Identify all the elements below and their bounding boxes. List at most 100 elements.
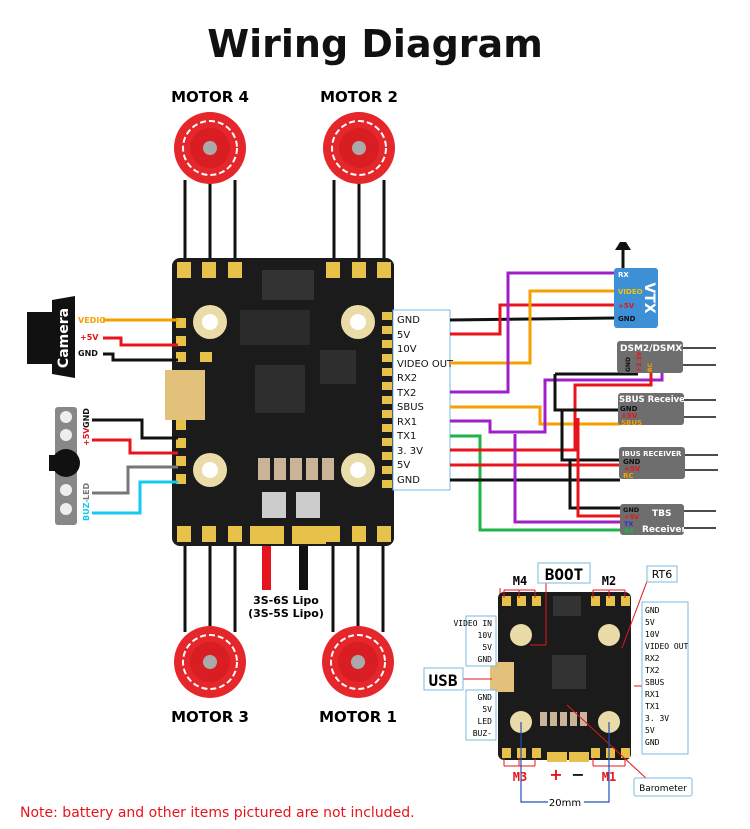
peripheral-wires (449, 271, 664, 532)
sbus-label: SBUS Receiver (619, 395, 690, 405)
m1-label: M1 (602, 770, 616, 784)
fc-pin: RX2 (397, 373, 417, 384)
camera: Camera (27, 296, 75, 378)
camera-pin-video: VEDIO (78, 316, 106, 325)
boot-label: BOOT (545, 565, 584, 584)
vtx-label: VTX (641, 282, 657, 313)
camera-label: Camera (56, 308, 72, 368)
motor-2-label: MOTOR 2 (320, 88, 398, 106)
fc-pin: GND (397, 315, 420, 326)
svg-text:TX2: TX2 (645, 666, 660, 675)
dsm-receiver: DSM2/DSMX GND +3.3V RC (617, 341, 716, 373)
svg-text:GND: GND (478, 655, 493, 664)
flight-controller-board (165, 258, 394, 546)
fc-pin: TX2 (396, 388, 416, 399)
spacing-label: 20mm (549, 798, 581, 809)
motor-4 (174, 112, 246, 184)
vtx-pin: +5V (618, 302, 635, 310)
svg-text:3. 3V: 3. 3V (645, 714, 669, 723)
motor-wires (183, 180, 386, 632)
ibus-pin: RC (623, 472, 634, 480)
battery-label: 3S-6S Lipo (253, 594, 319, 607)
camera-wires (103, 318, 178, 362)
detail-left-top-labels: VIDEO IN 10V 5V GND (453, 619, 492, 664)
fc-pin: TX1 (396, 431, 416, 442)
dsm-pin: RC (647, 362, 654, 372)
battery-positive-lead (262, 546, 271, 590)
buzzer-led-module (49, 407, 80, 525)
sbus-receiver: SBUS Receiver GND +5V SBUS (618, 393, 716, 427)
fc-pin-list (392, 309, 451, 491)
dsm-label: DSM2/DSMX (620, 344, 682, 354)
fc-pin: 3. 3V (397, 446, 423, 457)
sbus-pin: SBUS (621, 419, 642, 427)
detail-board (490, 592, 631, 762)
tbs-label: TBS (652, 509, 671, 519)
sbus-pin: +5V (621, 412, 638, 420)
svg-text:5V: 5V (482, 643, 492, 652)
svg-text:TX1: TX1 (645, 702, 660, 711)
fc-pin: GND (397, 475, 420, 486)
svg-text:LED: LED (478, 717, 493, 726)
fc-pin: 5V (397, 460, 410, 471)
minus-label: − (571, 765, 584, 784)
barometer-label: Barometer (639, 784, 687, 794)
fc-pin: SBUS (397, 402, 424, 413)
svg-text:SBUS: SBUS (645, 678, 664, 687)
detail-left-top-box (465, 615, 497, 667)
ibus-pin: GND (623, 458, 641, 466)
tbs-pin: GND (623, 506, 640, 514)
spacing-indicator (520, 722, 610, 803)
usb-label: USB (429, 671, 458, 690)
svg-text:BUZ-: BUZ- (473, 729, 492, 738)
vtx-pin: RX (618, 271, 629, 279)
tbs-pin: RX (624, 527, 634, 535)
motor-1-label: MOTOR 1 (319, 708, 397, 726)
m2-label: M2 (602, 574, 616, 588)
svg-text:GND: GND (645, 738, 660, 747)
dsm-pin: +3.3V (636, 351, 643, 372)
svg-text:10V: 10V (478, 631, 493, 640)
ibus-pin: +5V (624, 465, 641, 473)
ibus-receiver: IBUS RECEIVER GND +5V RC (619, 447, 718, 480)
svg-text:RX1: RX1 (645, 690, 660, 699)
fc-pin-labels: GND 5V 10V VIDEO OUT RX2 TX2 SBUS RX1 TX… (396, 315, 454, 486)
buzzer-led-wires (92, 418, 178, 515)
svg-text:5V: 5V (645, 618, 655, 627)
detail-left-bottom-labels: GND 5V LED BUZ- (473, 693, 492, 738)
svg-text:GND: GND (645, 606, 660, 615)
camera-pin-gnd: GND (78, 349, 98, 358)
svg-text:GND: GND (478, 693, 493, 702)
detail-left-bottom-box (465, 689, 497, 741)
svg-text:5V: 5V (645, 726, 655, 735)
ibus-label: IBUS RECEIVER (622, 450, 682, 458)
disclaimer-note: Note: battery and other items pictured a… (20, 805, 415, 821)
barometer-callout (633, 777, 693, 797)
buzzer-pin-led: LED (82, 482, 91, 500)
vtx-module: VTX RX VIDEO +5V GND (614, 242, 658, 328)
detail-right-box (641, 601, 689, 755)
motor-3 (174, 626, 246, 698)
page-title: Wiring Diagram (207, 22, 543, 66)
svg-text:VIDEO IN: VIDEO IN (453, 619, 492, 628)
tbs-pin: +5V (624, 513, 639, 521)
camera-pin-5v: +5V (80, 333, 99, 342)
motor-3-label: MOTOR 3 (171, 708, 249, 726)
vtx-pin: GND (618, 315, 636, 323)
buzzer-pin-gnd: GND (82, 408, 91, 428)
m3-label: M3 (513, 770, 527, 784)
usb-port (165, 370, 205, 420)
svg-text:5V: 5V (482, 705, 492, 714)
battery-label-alt: (3S-5S Lipo) (248, 607, 324, 620)
boot-callout (537, 562, 591, 584)
rt6-callout (646, 565, 678, 583)
tbs-receiver: TBS Receiver GND +5V TX RX (620, 504, 716, 535)
motor-2 (323, 112, 395, 184)
buzzer-pin-buz: BUZ- (82, 499, 91, 521)
battery-negative-lead (299, 546, 308, 590)
tbs-label-2: Receiver (642, 525, 687, 535)
motor-4-label: MOTOR 4 (171, 88, 249, 106)
usb-callout (423, 667, 464, 691)
